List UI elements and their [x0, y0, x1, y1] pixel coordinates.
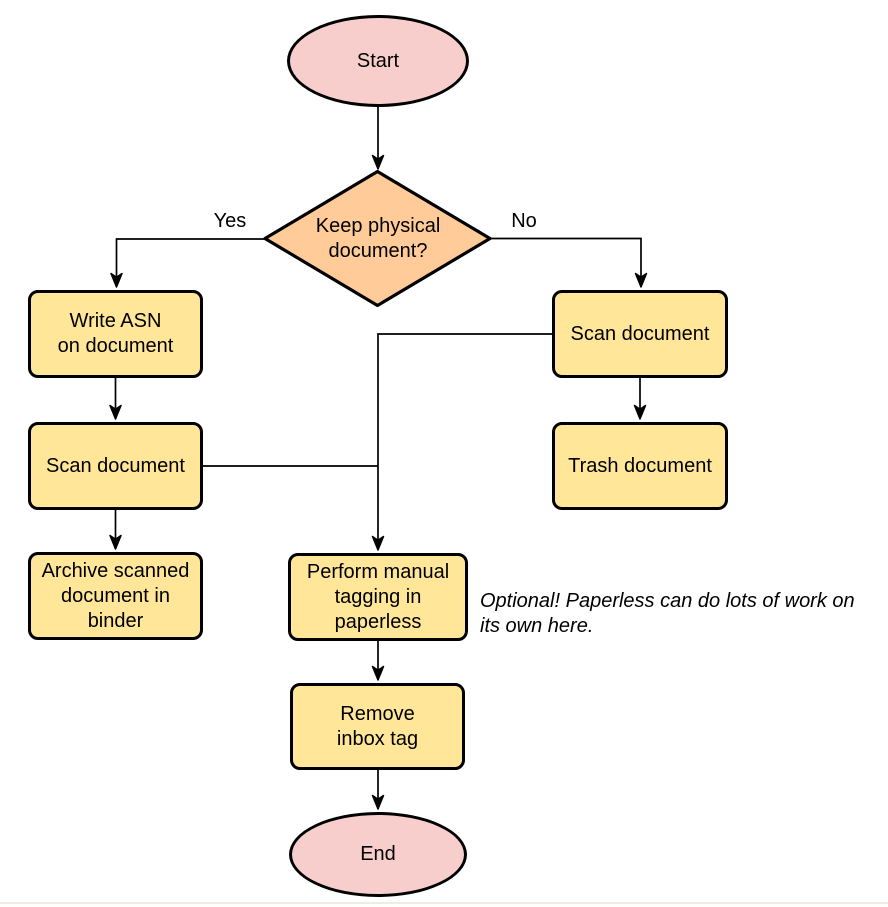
- node-archive-binder: Archive scanned document in binder: [28, 552, 203, 640]
- node-scan-document-left-label: Scan document: [46, 454, 185, 477]
- node-remove-inbox-tag: Remove inbox tag: [290, 683, 465, 770]
- edge-label-no: No: [494, 209, 554, 234]
- node-archive-binder-label: Archive scanned document in binder: [41, 559, 190, 632]
- node-remove-inbox-tag-label: Remove inbox tag: [336, 702, 419, 750]
- node-write-asn: Write ASN on document: [28, 290, 203, 378]
- node-perform-tagging: Perform manual tagging in paperless: [288, 553, 468, 641]
- edge-decision-yes: [110, 238, 265, 288]
- node-scan-document-left: Scan document: [28, 422, 203, 510]
- node-write-asn-label: Write ASN on document: [57, 310, 174, 357]
- edge-label-yes-text: Yes: [213, 210, 247, 232]
- bottom-divider: [0, 902, 888, 904]
- node-perform-tagging-label: Perform manual tagging in paperless: [306, 560, 450, 633]
- node-start-label: Start: [356, 49, 400, 72]
- node-start: Start: [287, 15, 469, 107]
- edge-label-yes: Yes: [200, 209, 260, 234]
- node-trash-document-label: Trash document: [568, 454, 712, 477]
- node-end-label: End: [360, 843, 396, 865]
- edge-decision-no: [490, 237, 648, 288]
- node-decision: Keep physical document?: [268, 211, 488, 266]
- node-trash-document: Trash document: [552, 422, 728, 510]
- node-scan-document-right-label: Scan document: [570, 322, 710, 345]
- node-end: End: [289, 812, 467, 897]
- annotation-note: Optional! Paperless can do lots of work …: [480, 590, 855, 637]
- node-scan-document-right: Scan document: [552, 290, 728, 378]
- node-decision-label: Keep physical document?: [315, 214, 441, 262]
- decision-diamond-shape: [263, 169, 492, 308]
- edge-label-no-text: No: [511, 210, 537, 232]
- edge-merge-to-tagging: [371, 333, 552, 551]
